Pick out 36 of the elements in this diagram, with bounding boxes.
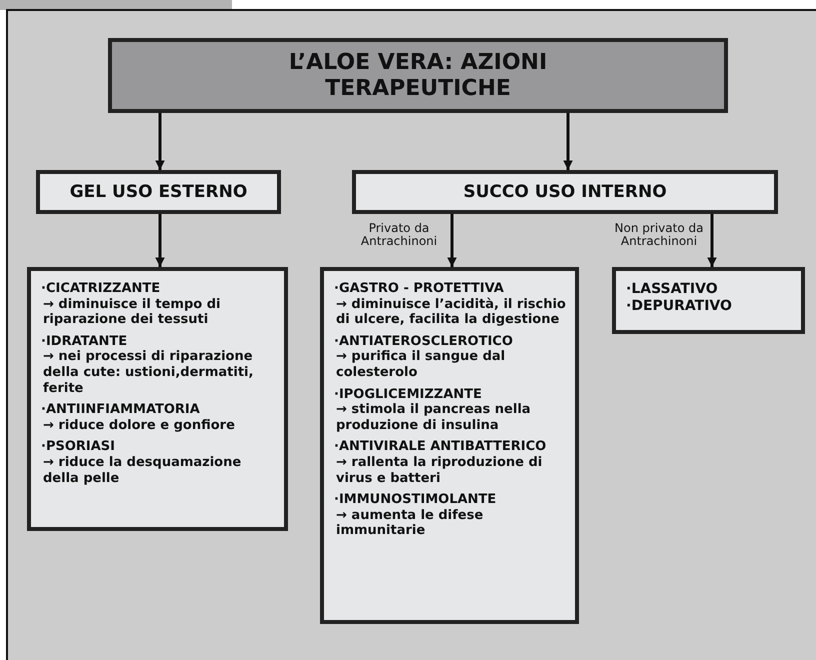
arrow <box>447 214 457 267</box>
arrow <box>707 214 717 267</box>
item-heading: ·IDRATANTE <box>41 334 128 350</box>
title-text: L’ALOE VERA: AZIONI TERAPEUTICHE <box>288 50 548 101</box>
arrow <box>155 113 165 170</box>
item-description: → riduce la desquamazione della pelle <box>42 454 242 486</box>
item-heading: ·PSORIASI <box>41 439 116 455</box>
edge-label: Non privato da Antrachinoni <box>614 222 704 248</box>
item-heading: ·IPOGLICEMIZZANTE <box>334 386 483 402</box>
item-description: → riduce dolore e gonfiore <box>42 418 236 434</box>
edge-label: Privato da Antrachinoni <box>360 222 438 248</box>
list-box <box>27 267 288 531</box>
item-description: → aumenta le difese immunitarie <box>335 508 484 539</box>
item-description: → stimola il pancreas nella produzione di insulina <box>335 402 532 434</box>
item-description: → purifica il sangue dal colesterolo <box>335 349 506 381</box>
heading-text: GEL USO ESTERNO <box>70 182 248 202</box>
item-heading: ·ANTIINFIAMMATORIA <box>41 402 201 418</box>
category-box <box>36 170 281 214</box>
item-heading: ·ANTIVIRALE ANTIBATTERICO <box>334 439 548 455</box>
arrow <box>155 214 165 267</box>
item-heading: ·IMMUNOSTIMOLANTE <box>334 492 498 508</box>
item-heading: ·ANTIATEROSCLEROTICO <box>334 334 514 350</box>
item-heading: ·GASTRO - PROTETTIVA <box>334 281 505 297</box>
item-description: → nei processi di riparazione della cute: ustioni,dermatiti, ferite <box>42 349 254 396</box>
title-box <box>108 38 728 113</box>
item-description: → diminuisce l’acidità, il rischio di ulcere, facilita la digestione <box>335 296 567 328</box>
item-heading: ·DEPURATIVO <box>626 298 733 315</box>
list-box <box>612 267 805 334</box>
item-heading: ·CICATRIZZANTE <box>41 281 162 297</box>
category-box <box>352 170 778 214</box>
heading-text: SUCCO USO INTERNO <box>463 182 667 202</box>
item-description: → diminuisce il tempo di riparazione dei tessuti <box>42 296 222 328</box>
list-box <box>320 267 579 624</box>
item-description: → rallenta la riproduzione di virus e batteri <box>335 454 544 486</box>
arrow <box>563 113 573 170</box>
item-heading: ·LASSATIVO <box>626 281 719 298</box>
